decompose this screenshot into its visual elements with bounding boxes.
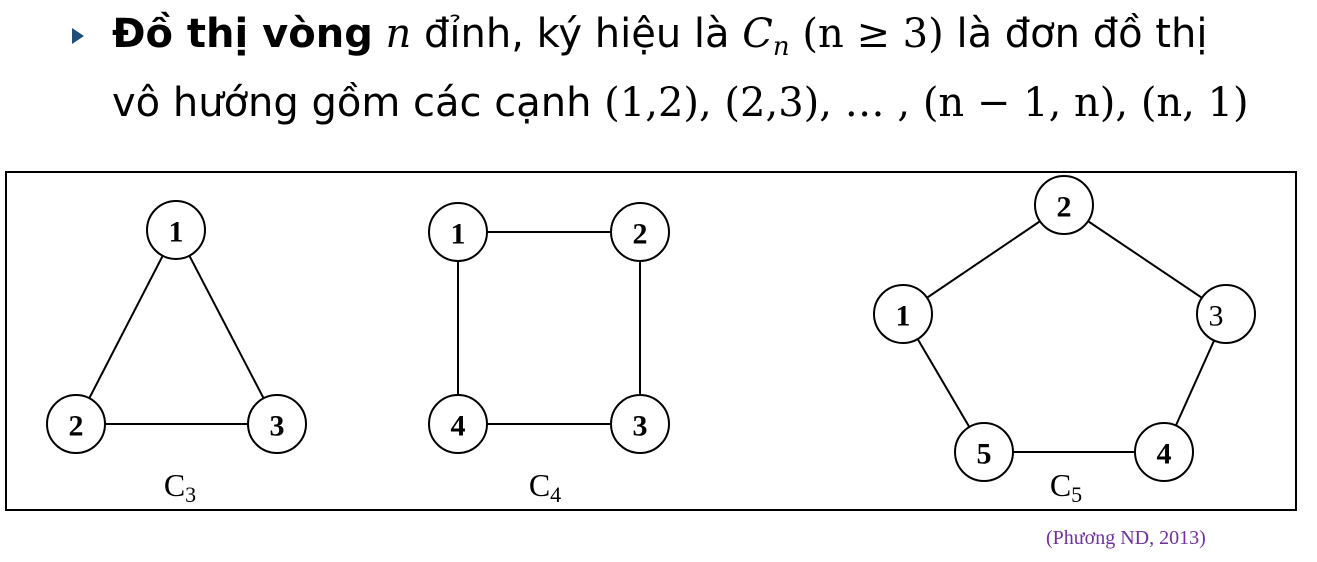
edge-c3-1-2 (75, 229, 177, 425)
svg-text:2: 2 (633, 218, 648, 251)
citation: (Phương ND, 2013) (1046, 527, 1206, 549)
caption-c5: C5 (1050, 467, 1082, 507)
vertex-c4-1: 1 (428, 202, 488, 262)
svg-text:5: 5 (977, 438, 992, 471)
svg-text:2: 2 (69, 410, 84, 443)
vertex-c3-1: 1 (146, 200, 206, 260)
tail-line-1: là đơn đồ thị (943, 11, 1208, 57)
vertex-c5-1: 1 (873, 284, 933, 344)
graph-c4: 1 2 3 4 C4 (428, 202, 670, 507)
bullet-arrow-icon (72, 28, 84, 44)
svg-text:4: 4 (1157, 438, 1172, 471)
edges-math: (1,2), (2,3), … , (n − 1, n), (n, 1) (604, 80, 1249, 126)
vertex-c5-4: 4 (1134, 422, 1194, 482)
definition-text: Đồ thị vòng n đỉnh, ký hiệu là Cn (n ≥ 3… (112, 6, 1249, 131)
svg-text:1: 1 (451, 218, 466, 251)
svg-text:3: 3 (633, 410, 648, 443)
symbol-subscript: n (772, 32, 790, 62)
svg-text:1: 1 (896, 300, 911, 333)
vertex-c5-5: 5 (954, 422, 1014, 482)
vertex-c3-2: 2 (46, 394, 106, 454)
svg-text:3: 3 (270, 410, 285, 443)
vertex-c4-4: 4 (428, 394, 488, 454)
caption-c3: C3 (164, 467, 196, 507)
svg-text:2: 2 (1057, 191, 1072, 224)
symbol-base: C (742, 11, 773, 57)
svg-text:3: 3 (1209, 300, 1224, 333)
edge-c3-1-3 (175, 229, 278, 425)
definition-line-2: vô hướng gồm các cạnh (1,2), (2,3), … , … (112, 75, 1249, 131)
line-2-text: vô hướng gồm các cạnh (112, 80, 605, 126)
graph-c5: 1 2 3 4 5 C5 (873, 175, 1256, 507)
svg-text:1: 1 (169, 216, 184, 249)
edge-c5-1-2 (902, 204, 1065, 315)
vertex-c5-3: 3 (1196, 284, 1256, 344)
edge-c5-2-3 (1063, 204, 1227, 315)
vertex-c5-2: 2 (1034, 175, 1094, 235)
caption-c4: C4 (529, 467, 561, 507)
vertex-c4-2: 2 (610, 202, 670, 262)
figure-frame (5, 171, 1297, 511)
after-n-text: đỉnh, ký hiệu là (411, 11, 743, 57)
vertex-c4-3: 3 (610, 394, 670, 454)
vertex-c3-3: 3 (247, 394, 307, 454)
svg-text:4: 4 (451, 410, 466, 443)
definition-line-1: Đồ thị vòng n đỉnh, ký hiệu là Cn (n ≥ 3… (112, 6, 1249, 75)
n-variable: n (385, 11, 412, 57)
graph-c3: 1 2 3 C3 (46, 200, 307, 507)
condition-text: (n ≥ 3) (789, 11, 944, 57)
defined-term: Đồ thị vòng (112, 11, 373, 57)
